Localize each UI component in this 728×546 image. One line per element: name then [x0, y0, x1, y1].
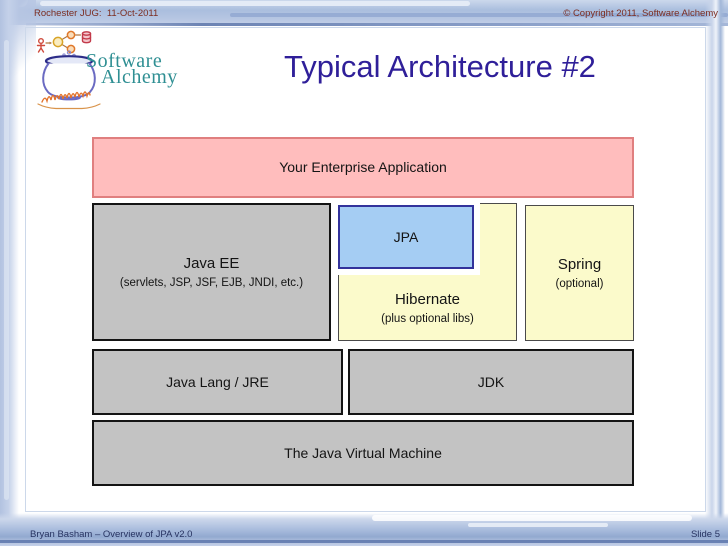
jvm-box: The Java Virtual Machine [92, 420, 634, 486]
javaee-box: Java EE (servlets, JSP, JSF, EJB, JNDI, … [92, 203, 331, 341]
footer-slide-number: Slide 5 [690, 529, 720, 540]
header-copyright: © Copyright 2011, Software Alchemy [563, 8, 718, 19]
slide-title: Typical Architecture #2 [284, 49, 596, 84]
top-watercolor-band [0, 0, 728, 25]
javaee-sublabel: (servlets, JSP, JSF, EJB, JNDI, etc.) [119, 276, 304, 289]
spring-box: Spring (optional) [525, 205, 634, 341]
footer-author-presentation: Bryan Basham – Overview of JPA v2.0 [30, 529, 193, 540]
java-lang-jre-box: Java Lang / JRE [92, 349, 343, 415]
jdk-label: JDK [477, 373, 505, 390]
left-watercolor-edge [0, 0, 19, 546]
watercolor-streak [372, 515, 692, 521]
hibernate-sublabel: (plus optional libs) [381, 313, 474, 325]
cauldron-icon [36, 30, 101, 110]
jpa-label: JPA [393, 228, 419, 245]
logo-wordmark: Software Alchemy [86, 50, 178, 88]
enterprise-application-label: Your Enterprise Application [279, 159, 447, 175]
logo-word-alchemy: Alchemy [101, 66, 178, 88]
spring-label: Spring [557, 255, 602, 273]
software-alchemy-logo: Software Alchemy [34, 30, 216, 112]
right-watercolor-edge [705, 0, 725, 546]
logo-word-software: Software [86, 50, 163, 72]
top-band-edge-line [26, 23, 728, 26]
spring-sublabel: (optional) [555, 277, 604, 290]
jpa-box: JPA [338, 205, 474, 269]
jdk-box: JDK [348, 349, 634, 415]
hibernate-label: Hibernate [394, 291, 461, 308]
content-inner-frame [25, 27, 706, 512]
javaee-label: Java EE [183, 254, 240, 272]
watercolor-streak [0, 540, 728, 543]
watercolor-streak [230, 13, 728, 17]
watercolor-streak [40, 1, 470, 6]
enterprise-application-box: Your Enterprise Application [92, 137, 634, 198]
jvm-label: The Java Virtual Machine [284, 444, 442, 461]
java-lang-jre-label: Java Lang / JRE [166, 373, 269, 390]
bottom-watercolor-band [0, 513, 728, 546]
header-event-date: Rochester JUG: 11-Oct-2011 [34, 8, 159, 19]
watercolor-streak [468, 523, 608, 527]
